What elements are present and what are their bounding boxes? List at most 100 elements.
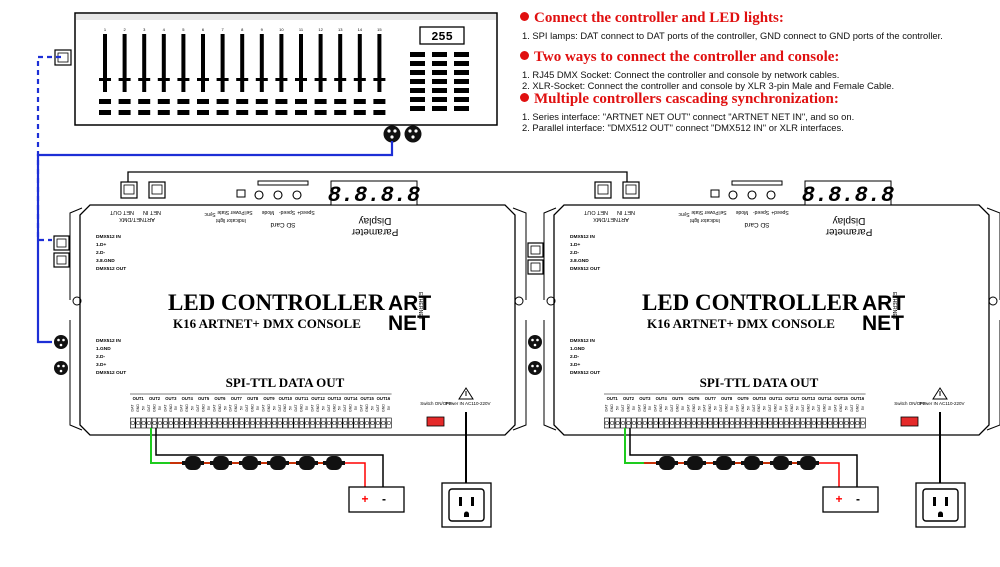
console-key[interactable]	[432, 97, 447, 102]
terminal-screw[interactable]	[179, 417, 185, 429]
terminal-screw[interactable]	[151, 417, 158, 429]
console-key[interactable]	[454, 79, 469, 84]
fader-knob[interactable]	[353, 78, 366, 81]
fader-button[interactable]	[177, 99, 190, 104]
console-rj45-port[interactable]	[54, 49, 72, 66]
dmx-rj45-port[interactable]	[53, 252, 70, 268]
terminal-screw[interactable]	[734, 417, 741, 429]
power-switch[interactable]	[426, 416, 445, 427]
terminal-screw[interactable]	[260, 417, 267, 429]
console-key[interactable]	[410, 52, 425, 57]
terminal-screw[interactable]	[173, 417, 180, 429]
terminal-screw[interactable]	[789, 417, 795, 429]
fader-button[interactable]	[236, 110, 249, 115]
fader-knob[interactable]	[255, 78, 268, 81]
console-key[interactable]	[454, 61, 469, 66]
terminal-screw[interactable]	[239, 417, 245, 429]
control-button[interactable]	[766, 190, 776, 200]
fader-button[interactable]	[353, 110, 366, 115]
net-out-port[interactable]	[120, 181, 138, 199]
terminal-screw[interactable]	[184, 417, 190, 429]
terminal-screw[interactable]	[337, 417, 343, 429]
terminal-screw[interactable]	[140, 417, 147, 429]
console-key[interactable]	[410, 79, 425, 84]
fader-button[interactable]	[275, 110, 288, 115]
terminal-screw[interactable]	[331, 417, 338, 429]
terminal-screw[interactable]	[244, 417, 250, 429]
terminal-screw[interactable]	[189, 417, 196, 429]
dmx-xlr-port[interactable]	[528, 335, 542, 349]
console-key[interactable]	[454, 97, 469, 102]
terminal-screw[interactable]	[669, 417, 675, 429]
terminal-screw[interactable]	[222, 417, 229, 429]
fader-button[interactable]	[216, 110, 229, 115]
terminal-screw[interactable]	[609, 417, 615, 429]
fader-button[interactable]	[373, 99, 386, 104]
terminal-screw[interactable]	[800, 417, 806, 429]
terminal-screw[interactable]	[625, 417, 632, 429]
console-key[interactable]	[432, 52, 447, 57]
terminal-screw[interactable]	[838, 417, 844, 429]
terminal-screw[interactable]	[707, 417, 714, 429]
console-keys[interactable]	[410, 52, 469, 111]
terminal-screw[interactable]	[282, 417, 289, 429]
fader-knob[interactable]	[197, 78, 209, 81]
console-key[interactable]	[454, 106, 469, 111]
terminal-screw[interactable]	[636, 417, 643, 429]
terminal-screw[interactable]	[723, 417, 730, 429]
sd-card-slot[interactable]	[257, 180, 309, 186]
terminal-screw[interactable]	[805, 417, 812, 429]
fader-button[interactable]	[353, 99, 366, 104]
control-button[interactable]	[273, 190, 283, 200]
fader-knob[interactable]	[373, 78, 386, 81]
terminal-screw[interactable]	[211, 417, 218, 429]
fader-knob[interactable]	[118, 78, 131, 81]
terminal-screw[interactable]	[233, 417, 240, 429]
terminal-screw[interactable]	[849, 417, 855, 429]
terminal-screw[interactable]	[604, 417, 610, 429]
console-key[interactable]	[410, 88, 425, 93]
fader-button[interactable]	[255, 110, 268, 115]
fader-button[interactable]	[138, 99, 151, 104]
terminal-screw[interactable]	[293, 417, 299, 429]
dmx-xlr-port[interactable]	[528, 361, 542, 375]
fader-button[interactable]	[138, 110, 151, 115]
console-key[interactable]	[454, 70, 469, 75]
terminal-screw[interactable]	[228, 417, 234, 429]
terminal-screw[interactable]	[347, 417, 354, 429]
control-button[interactable]	[254, 190, 264, 200]
terminal-screw[interactable]	[794, 417, 801, 429]
fader-button[interactable]	[275, 99, 288, 104]
control-button[interactable]	[728, 190, 738, 200]
terminal-screw[interactable]	[249, 417, 256, 429]
console-key[interactable]	[410, 97, 425, 102]
net-in-port[interactable]	[148, 181, 166, 199]
terminal-screw[interactable]	[200, 417, 207, 429]
fader-button[interactable]	[314, 110, 327, 115]
terminal-screw[interactable]	[740, 417, 746, 429]
fader-button[interactable]	[197, 110, 209, 115]
console-key[interactable]	[432, 61, 447, 66]
terminal-screw[interactable]	[288, 417, 294, 429]
console-key[interactable]	[410, 70, 425, 75]
terminal-screw[interactable]	[320, 417, 327, 429]
dmx-rj45-port[interactable]	[527, 242, 544, 258]
terminal-screw[interactable]	[620, 417, 626, 429]
terminal-screw[interactable]	[778, 417, 784, 429]
console-key[interactable]	[432, 88, 447, 93]
terminal-screw[interactable]	[745, 417, 752, 429]
terminal-screw[interactable]	[146, 417, 152, 429]
fader-knob[interactable]	[314, 78, 327, 81]
fader-button[interactable]	[373, 110, 386, 115]
terminal-screw[interactable]	[729, 417, 735, 429]
terminal-screw[interactable]	[380, 417, 387, 429]
fader-knob[interactable]	[157, 78, 170, 81]
terminal-screw[interactable]	[358, 417, 365, 429]
terminal-screw[interactable]	[674, 417, 681, 429]
fader-button[interactable]	[157, 99, 170, 104]
fader-button[interactable]	[334, 99, 347, 104]
control-button[interactable]	[292, 190, 302, 200]
terminal-screw[interactable]	[811, 417, 817, 429]
terminal-screw[interactable]	[713, 417, 719, 429]
